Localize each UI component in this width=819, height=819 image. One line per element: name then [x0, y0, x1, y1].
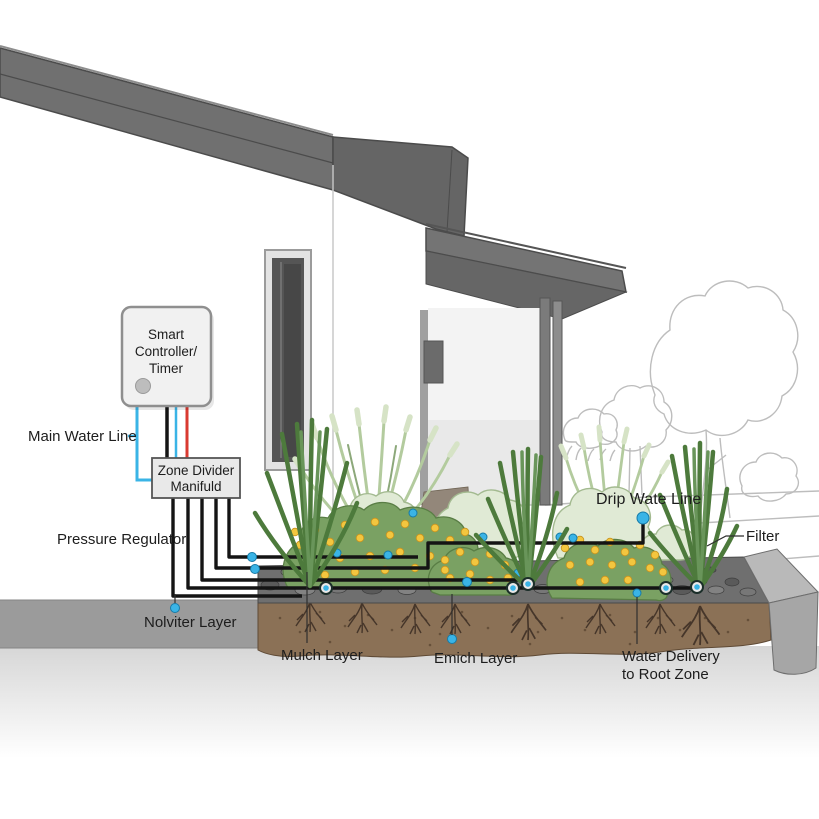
spiky-plants — [252, 417, 740, 591]
roof-main-highlight — [0, 45, 334, 136]
window-glass-dark — [284, 264, 301, 457]
label-mulch-layer: Mulch Layer — [281, 647, 363, 664]
porch-roof-edge — [425, 223, 627, 269]
background-grass-tufts — [565, 445, 616, 462]
spiky-plant-left — [252, 417, 360, 589]
controller-label-1: Smart — [148, 327, 184, 342]
background-tree-large — [649, 280, 799, 437]
label-filter: Filter — [746, 528, 779, 545]
label-water-delivery-2: to Root Zone — [622, 666, 709, 683]
controller-label-3: Timer — [149, 361, 183, 376]
label-nolviter-layer: Nolviter Layer — [144, 614, 237, 631]
leader-filter — [706, 535, 744, 547]
drip-line-1 — [171, 498, 302, 598]
label-drip-water-line: Drip Wate Line — [596, 491, 701, 508]
walkway-edges — [0, 599, 259, 649]
soil-layer — [257, 602, 772, 658]
background-shrub-outline — [562, 408, 618, 449]
porch-post — [539, 297, 551, 506]
walkway — [0, 600, 259, 648]
manifold-label-1: Zone Divider — [158, 463, 235, 478]
labels: Main Water Line Pressure Regulator Nolvi… — [28, 428, 779, 683]
controller-label-2: Controller/ — [135, 344, 198, 359]
smart-controller: Smart Controller/ Timer — [120, 305, 214, 482]
label-main-water-line: Main Water Line — [28, 428, 137, 445]
spiky-plant-right — [647, 440, 740, 591]
background-line-art — [544, 280, 819, 562]
background-tree-small — [598, 384, 673, 452]
porch-wall-box — [423, 340, 444, 384]
drip-line-3 — [200, 498, 526, 582]
background-ground-lines — [544, 490, 819, 562]
manifold-box — [151, 457, 241, 499]
porch-corner-band — [420, 310, 428, 505]
manifold-label-2: Manifuld — [170, 479, 221, 494]
soil-speckles — [278, 610, 750, 647]
porch-post-2 — [552, 300, 563, 506]
drip-line-5 — [227, 498, 418, 559]
label-pressure-regulator: Pressure Regulator — [57, 531, 186, 548]
drip-line-4 — [214, 498, 645, 570]
ringed-emitters — [319, 577, 704, 595]
leader-lines — [174, 535, 744, 644]
spiky-plant-center — [473, 446, 570, 591]
roof-main-seam — [0, 73, 334, 164]
label-emich-layer: Emich Layer — [434, 650, 517, 667]
bed-curb-face — [768, 591, 819, 675]
controller-indicator — [135, 378, 151, 394]
zone-divider-manifold: Zone Divider Manifuld — [151, 457, 241, 499]
wire-water-blue — [135, 406, 152, 482]
label-water-delivery-1: Water Delivery — [622, 648, 720, 665]
house — [0, 45, 628, 557]
roof-main-end-seam — [446, 149, 453, 233]
ground-base — [0, 646, 819, 758]
background-bush — [739, 452, 800, 502]
